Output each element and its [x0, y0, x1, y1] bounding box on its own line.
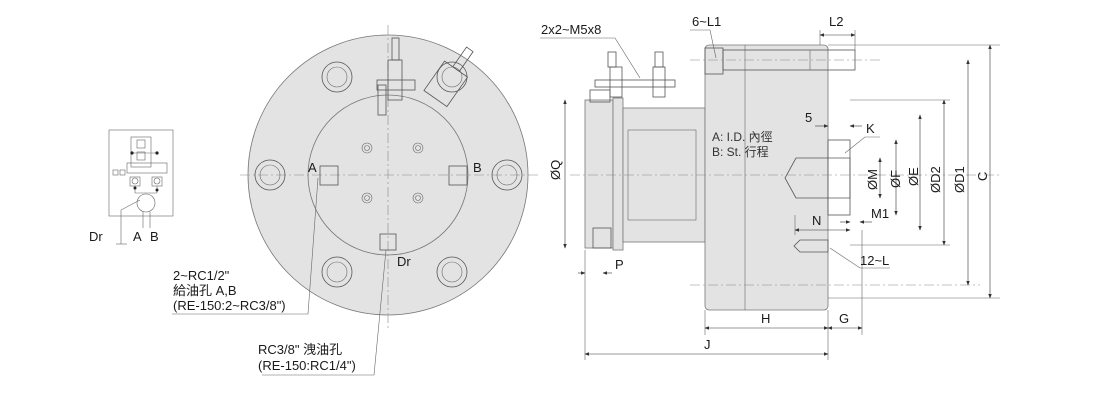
drain-port-callout-2: (RE-150:RC1/4")	[258, 358, 356, 373]
j-label: J	[704, 337, 711, 352]
screw-callout: 2x2~M5x8	[541, 22, 601, 37]
side-view: 2x2~M5x8 6~L1 L2 5 K A: I.D. 內徑 B: St. 行…	[540, 14, 1000, 360]
p-label: P	[615, 257, 624, 272]
port-b-label: B	[473, 160, 482, 175]
m1-label: M1	[871, 206, 889, 221]
small-holes	[361, 142, 424, 204]
c-label: C	[975, 172, 990, 181]
port-label-a: A	[133, 229, 142, 244]
port-a-label: A	[308, 160, 317, 175]
d1-label: ØD1	[952, 166, 967, 193]
d2-label: ØD2	[928, 166, 943, 193]
h-label: H	[761, 311, 770, 326]
g-label: G	[839, 311, 849, 326]
drain-port-callout-1: RC3/8" 洩油孔	[258, 342, 342, 357]
supply-port-callout-2: 給油孔 A,B	[173, 283, 237, 298]
m-label: ØM	[865, 169, 880, 190]
legend-stroke: B: St. 行程	[712, 144, 769, 159]
port-label-b: B	[150, 229, 159, 244]
supply-port-callout-3: (RE-150:2~RC3/8")	[173, 298, 286, 313]
n-label: N	[812, 213, 821, 228]
hydraulic-circuit-symbol: Dr A B	[89, 129, 174, 245]
port-label-dr: Dr	[89, 229, 103, 244]
top-fittings	[376, 37, 474, 116]
side-fittings	[589, 51, 676, 103]
front-view: A B Dr 2~RC1/2" 給油孔 A,B (RE-150:2~RC3/8"…	[172, 25, 540, 376]
dim-5-label: 5	[805, 110, 812, 125]
bolt-holes	[254, 61, 523, 288]
legend-id: A: I.D. 內徑	[712, 130, 773, 144]
f-label: ØF	[888, 170, 903, 188]
k-label: K	[866, 121, 875, 136]
l1-callout: 6~L1	[692, 14, 721, 29]
l2-label: L2	[829, 14, 843, 29]
l-thread-label: 12~L	[860, 253, 889, 268]
supply-port-callout-1: 2~RC1/2"	[173, 268, 230, 283]
e-label: ØE	[906, 167, 921, 186]
port-dr-label: Dr	[397, 254, 411, 269]
q-label: ØQ	[548, 160, 563, 180]
